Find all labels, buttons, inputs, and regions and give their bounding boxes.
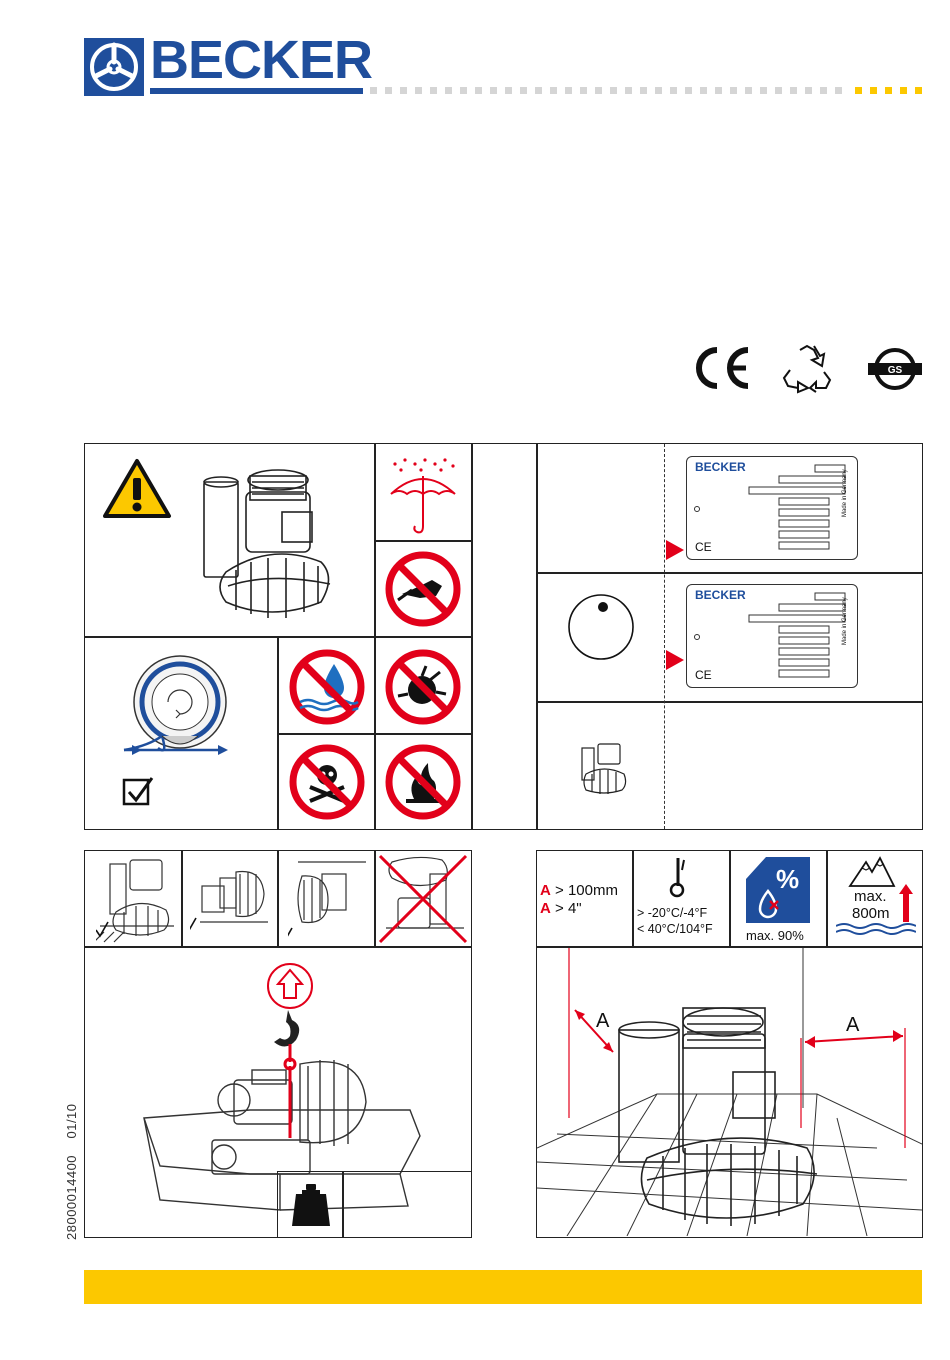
ce-mark-icon <box>690 344 752 392</box>
no-toxic-icon <box>288 743 366 821</box>
header-dot-line <box>370 87 926 95</box>
mount-inverted-prohibited-icon <box>376 852 470 946</box>
mountain-icon <box>848 856 896 888</box>
humidity-max: max. 90% <box>746 927 804 944</box>
footer-bar <box>84 1270 922 1304</box>
thermometer-icon <box>664 856 694 900</box>
no-oil-can-icon <box>384 550 462 628</box>
small-blower-icon <box>578 738 630 796</box>
logo-underline <box>150 88 363 94</box>
installation-clearance-diagram <box>537 948 922 1236</box>
humidity-symbol: % <box>776 864 799 894</box>
gs-mark-icon: GS <box>866 346 924 392</box>
clearance-inch: A > 4" <box>540 900 582 917</box>
checkbox-checked-icon <box>122 776 156 806</box>
mount-ceiling-icon <box>288 856 368 944</box>
pointer-arrow-lower <box>664 650 686 670</box>
recycle-icon <box>780 344 834 394</box>
no-water-icon <box>288 648 366 726</box>
keep-dry-umbrella-icon <box>387 456 459 536</box>
nameplate-upper: BECKER CE Made in Germany <box>686 456 858 560</box>
flow-direction-diagram <box>118 652 238 767</box>
read-manual-circle-icon <box>566 592 636 662</box>
temperature-min: > -20°C/-4°F <box>637 906 707 921</box>
document-number: 28000014400 01/10 <box>64 1103 79 1240</box>
brand-name: BECKER <box>150 30 372 90</box>
mount-upright-icon <box>96 856 176 944</box>
clearance-label-right: A <box>846 1014 859 1036</box>
pointer-arrow-upper <box>664 540 686 560</box>
altitude-max-value: 800m <box>852 905 890 922</box>
warning-triangle-icon <box>102 458 172 520</box>
altitude-max-label: max. <box>854 888 887 905</box>
weight-icon <box>290 1182 332 1228</box>
altitude-arrow-icon <box>898 884 914 922</box>
becker-logo-mark <box>84 38 144 96</box>
clearance-mm: A > 100mm <box>540 882 618 899</box>
no-explosive-icon <box>384 648 462 726</box>
no-flammable-icon <box>384 743 462 821</box>
svg-text:GS: GS <box>888 365 903 376</box>
temperature-max: < 40°C/104°F <box>637 922 713 937</box>
mount-horizontal-icon <box>190 864 270 944</box>
nameplate-lower: BECKER CE Made in Germany <box>686 584 858 688</box>
clearance-label-left: A <box>596 1010 609 1032</box>
blower-illustration <box>196 462 346 622</box>
water-level-icon <box>836 922 916 938</box>
